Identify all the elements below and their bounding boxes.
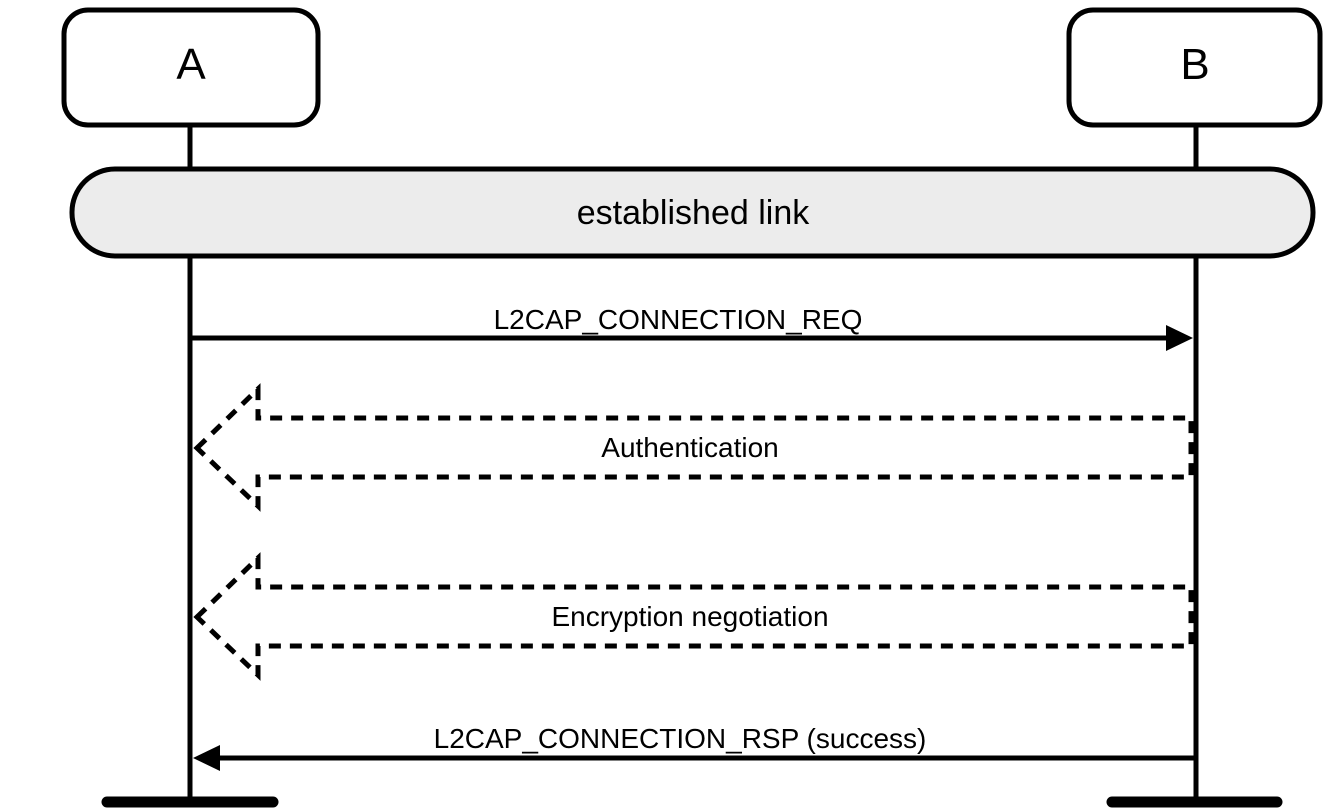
established-link-banner: established link [69, 166, 1316, 259]
message-rsp: L2CAP_CONNECTION_RSP (success) [193, 723, 1196, 771]
actor-b-box [1066, 7, 1323, 128]
actor-b: B [1066, 7, 1323, 128]
actor-a-label: A [176, 40, 206, 89]
message-rsp-arrowhead [193, 745, 220, 771]
message-auth-label: Authentication [601, 432, 778, 463]
actor-a: A [61, 7, 321, 128]
actor-a-box [61, 7, 321, 128]
established-link-pill [69, 166, 1316, 259]
message-req-label: L2CAP_CONNECTION_REQ [494, 304, 863, 335]
message-auth: Authentication [193, 383, 1194, 512]
message-req-arrowhead [1166, 325, 1193, 351]
message-encrypt-label: Encryption negotiation [551, 601, 828, 632]
message-rsp-label: L2CAP_CONNECTION_RSP (success) [434, 723, 927, 754]
encrypt-block-arrow [193, 552, 1194, 681]
message-req: L2CAP_CONNECTION_REQ [192, 304, 1193, 351]
established-link-label: established link [577, 194, 810, 232]
message-encrypt: Encryption negotiation [193, 552, 1194, 681]
auth-block-arrow [193, 383, 1194, 512]
actor-b-label: B [1180, 40, 1209, 89]
